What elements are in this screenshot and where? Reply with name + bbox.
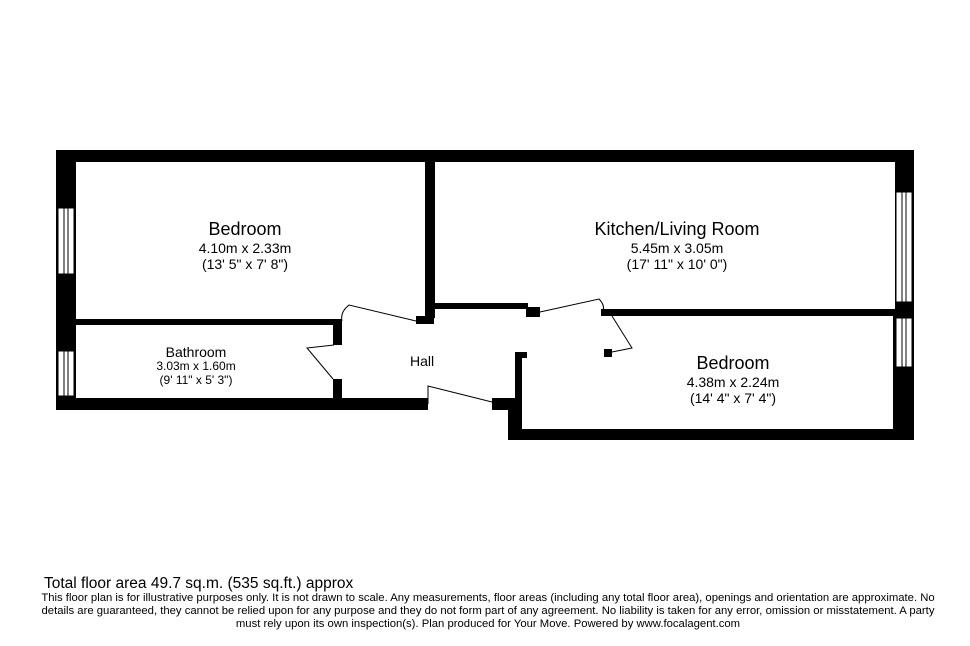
wall-bedroom-kitchen [425, 150, 435, 318]
windows [57, 191, 913, 397]
outer-wall-bottom-left [56, 398, 428, 410]
room-name: Bedroom [696, 353, 770, 373]
room-metric: 3.03m x 1.60m [156, 359, 236, 374]
wall-bedroom2-left-stub [604, 349, 612, 357]
wall-bedroom1-bottom-a [76, 319, 334, 325]
outer-wall-top [56, 150, 914, 162]
outer-wall-notch [508, 398, 522, 440]
room-name: Kitchen/Living Room [594, 219, 760, 239]
disclaimer: This floor plan is for illustrative purp… [41, 592, 935, 630]
door-bedroom2 [611, 315, 633, 353]
door-kitchen [539, 298, 604, 313]
wall-kitchen-bottom-a [435, 303, 528, 309]
wall-kitchen-bottom-b [526, 307, 540, 317]
room-name: Bedroom [208, 219, 282, 239]
label-bedroom-2: Bedroom 4.38m x 2.24m (14' 4" x 7' 4") [623, 353, 843, 406]
label-bedroom-1: Bedroom 4.10m x 2.33m (13' 5" x 7' 8") [135, 219, 355, 272]
wall-bedroom2-top [515, 354, 522, 404]
room-metric: 5.45m x 3.05m [630, 239, 724, 256]
label-hall: Hall [410, 353, 435, 369]
wall-bath-hall-lower [333, 379, 342, 403]
room-imperial: (9' 11" x 5' 3") [159, 372, 233, 387]
window-bedroom2 [895, 317, 913, 368]
room-imperial: (17' 11" x 10' 0") [626, 255, 728, 272]
total-floor-area: Total floor area 49.7 sq.m. (535 sq.ft.)… [44, 575, 354, 592]
label-bathroom: Bathroom 3.03m x 1.60m (9' 11" x 5' 3") [116, 344, 276, 388]
window-bedroom1 [57, 207, 75, 275]
label-kitchen-living-room: Kitchen/Living Room 5.45m x 3.05m (17' 1… [537, 219, 817, 272]
window-bathroom [57, 350, 75, 397]
outer-wall-bottom-bedroom2 [508, 429, 914, 440]
room-imperial: (14' 4" x 7' 4") [689, 389, 777, 406]
wall-bath-hall-upper [333, 319, 342, 345]
door-entrance [427, 385, 493, 404]
room-metric: 4.10m x 2.33m [198, 239, 292, 256]
wall-hall-bedroom2-stub [515, 352, 527, 358]
room-metric: 4.38m x 2.24m [686, 373, 780, 390]
room-name: Bathroom [165, 344, 227, 360]
doors [306, 298, 633, 404]
door-bedroom1 [341, 304, 417, 322]
wall-kitchen-bottom-c [601, 309, 895, 316]
door-bathroom [306, 344, 335, 380]
wall-bedroom1-bottom-b [416, 316, 434, 324]
window-kitchen [895, 191, 913, 303]
room-imperial: (13' 5" x 7' 8") [201, 255, 289, 272]
footer: Total floor area 49.7 sq.m. (535 sq.ft.)… [38, 576, 938, 631]
